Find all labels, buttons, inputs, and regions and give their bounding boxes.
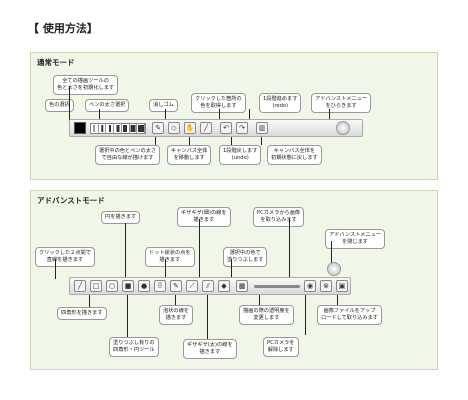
leader-line — [261, 137, 262, 145]
filled-circle-icon[interactable]: ● — [138, 280, 150, 292]
dots-icon[interactable]: ⠿ — [154, 280, 166, 292]
eraser-icon[interactable]: ◇ — [168, 122, 180, 134]
eyedropper-icon[interactable]: ╱ — [200, 122, 212, 134]
leader-line — [155, 137, 156, 145]
callout-reset-tools: 全ての描画ツールの色と太さを初期化します — [53, 75, 119, 95]
callout-draw-circle: 円を描きます — [101, 211, 141, 224]
callout-redo: 1段階進めます(redo) — [259, 93, 302, 113]
leader-line — [55, 259, 56, 279]
leader-line — [207, 295, 208, 339]
filled-rect-icon[interactable]: ■ — [122, 280, 134, 292]
color-swatch[interactable] — [74, 122, 86, 134]
image-icon[interactable]: ▣ — [336, 280, 348, 292]
trash-icon[interactable]: ▥ — [256, 122, 268, 134]
pencil-icon[interactable]: ✎ — [152, 122, 164, 134]
callout-eyedropper: クリックした箇所の色を取得します — [191, 93, 246, 113]
callout-fill-selected: 選択中の色で塗りつぶします — [223, 247, 268, 267]
advanced-menu-open-button[interactable] — [336, 121, 350, 135]
opacity-swatch-icon[interactable]: ▩ — [236, 280, 248, 292]
callout-canvas-opacity: 描画の際の透明度を変更します — [239, 305, 294, 325]
redo-icon[interactable]: ↷ — [236, 122, 248, 134]
leader-line — [127, 295, 128, 337]
zigzag-thick-icon[interactable]: ⫽ — [202, 280, 214, 292]
leader-line — [329, 109, 330, 121]
normal-mode-panel: 通常モード 全ての描画ツールの色と太さを初期化します 色の選択 ペンの太さ選択 … — [30, 52, 438, 180]
callout-filled-shapes: 塗りつぶし有りの四角形・円ツール — [109, 337, 159, 357]
callout-dot-pattern: ドット絵状の点を描きます — [145, 247, 195, 267]
advanced-toolbar: ╱ □ ○ ■ ● ⠿ ✎ ⟋ ⫽ ◆ ▩ ◉ ⊗ ▣ — [69, 277, 351, 295]
callout-draw-rectangle: 四角形を描きます — [57, 307, 107, 320]
callout-undo: 1段階戻します(undo) — [219, 145, 262, 165]
callout-clear-canvas: キャンバス全体を初期状態に戻します — [267, 145, 322, 165]
leader-line — [165, 259, 166, 279]
leader-line — [249, 109, 250, 121]
rect-icon[interactable]: □ — [90, 280, 102, 292]
normal-toolbar: ✎ ◇ ✋ ╱ ↶ ↷ ▥ — [69, 119, 363, 137]
fill-bucket-icon[interactable]: ◆ — [218, 280, 230, 292]
callout-camera-capture: PCカメラから画像を取り込みます — [253, 207, 305, 227]
leader-line — [231, 259, 232, 279]
callout-two-point-line: クリックした２点間で直線を描きます — [35, 247, 95, 267]
leader-line — [259, 295, 260, 307]
opacity-slider[interactable] — [254, 285, 300, 288]
leader-line — [219, 109, 220, 121]
callout-advanced-close: アドバンストメニューを閉じます — [325, 229, 386, 249]
leader-line — [69, 87, 70, 121]
camera-release-icon[interactable]: ⊗ — [320, 280, 332, 292]
leader-line — [165, 109, 166, 121]
camera-icon[interactable]: ◉ — [304, 280, 316, 292]
normal-mode-title: 通常モード — [37, 58, 75, 67]
callout-move-canvas: キャンバス全体を移動します — [167, 145, 212, 165]
leader-line — [189, 137, 190, 145]
callout-camera-release: PCカメラを解除します — [263, 337, 299, 357]
leader-line — [331, 241, 332, 265]
callout-eraser: 消しゴム — [149, 99, 178, 112]
page-title: 【 使用方法】 — [28, 22, 98, 35]
callout-image-upload: 画像ファイルをアップロードして取り込みます — [317, 305, 382, 325]
callout-rough-line: 泡状の線を描きます — [159, 305, 193, 325]
advanced-menu-close-button[interactable] — [327, 262, 341, 276]
leader-line — [99, 109, 100, 121]
line-icon[interactable]: ╱ — [74, 280, 86, 292]
leader-line — [305, 295, 306, 335]
advanced-mode-panel: アドバンストモード 円を描きます ギザギザ(細)の線を描きます PCカメラから画… — [30, 190, 438, 370]
leader-line — [231, 137, 232, 145]
callout-color-select: 色の選択 — [45, 99, 74, 112]
zigzag-thin-icon[interactable]: ⟋ — [186, 280, 198, 292]
callout-pen-size: ペンの太さ選択 — [85, 99, 130, 112]
hand-icon[interactable]: ✋ — [184, 122, 196, 134]
leader-line — [175, 295, 176, 307]
callout-free-draw: 選択中の色とペンの太さで自由な線が描けます — [95, 145, 161, 165]
undo-icon[interactable]: ↶ — [220, 122, 232, 134]
rough-brush-icon[interactable]: ✎ — [170, 280, 182, 292]
leader-line — [125, 223, 126, 279]
callout-advanced-open: アドバンストメニューをひらきます — [311, 93, 372, 113]
callout-zigzag-thin: ギザギザ(細)の線を描きます — [177, 207, 231, 227]
leader-line — [289, 219, 290, 279]
callout-zigzag-thick: ギザギザ(太)の線を描きます — [183, 339, 237, 359]
leader-line — [337, 295, 338, 307]
pen-size-selector[interactable] — [90, 123, 146, 134]
advanced-mode-title: アドバンストモード — [37, 196, 105, 205]
leader-line — [199, 219, 200, 279]
circle-icon[interactable]: ○ — [106, 280, 118, 292]
leader-line — [89, 295, 90, 309]
